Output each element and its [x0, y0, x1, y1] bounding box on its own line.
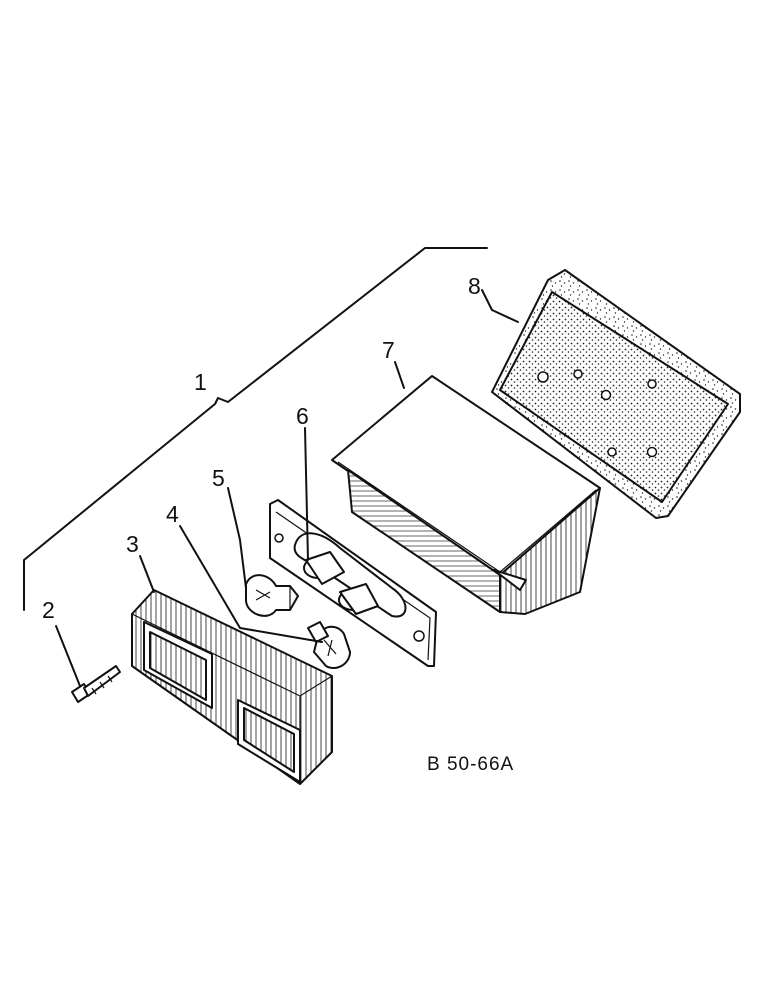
leader-7: [394, 361, 405, 389]
lamp-lens: [131, 589, 333, 785]
leader-2: [55, 625, 81, 687]
bulb-upper: [245, 574, 299, 617]
callout-6: 6: [296, 403, 309, 429]
leader-4: [179, 525, 323, 643]
callout-4: 4: [166, 501, 179, 527]
reference-code: B 50-66A: [427, 754, 514, 775]
bulb-holder-plate: [269, 499, 437, 667]
callout-2: 2: [42, 597, 55, 623]
leader-8: [481, 289, 519, 323]
bulb-lower: [307, 621, 351, 670]
callout-1: 1: [194, 369, 207, 395]
assembly-bracket-line: [23, 247, 488, 611]
lamp-housing: [331, 375, 601, 615]
callout-7: 7: [382, 337, 395, 363]
callout-3: 3: [126, 531, 139, 557]
leader-5: [227, 487, 247, 589]
leader-3: [139, 555, 155, 593]
callout-5: 5: [212, 465, 225, 491]
leader-6: [304, 427, 309, 561]
mounting-plate: [491, 269, 741, 519]
callout-8: 8: [468, 273, 481, 299]
